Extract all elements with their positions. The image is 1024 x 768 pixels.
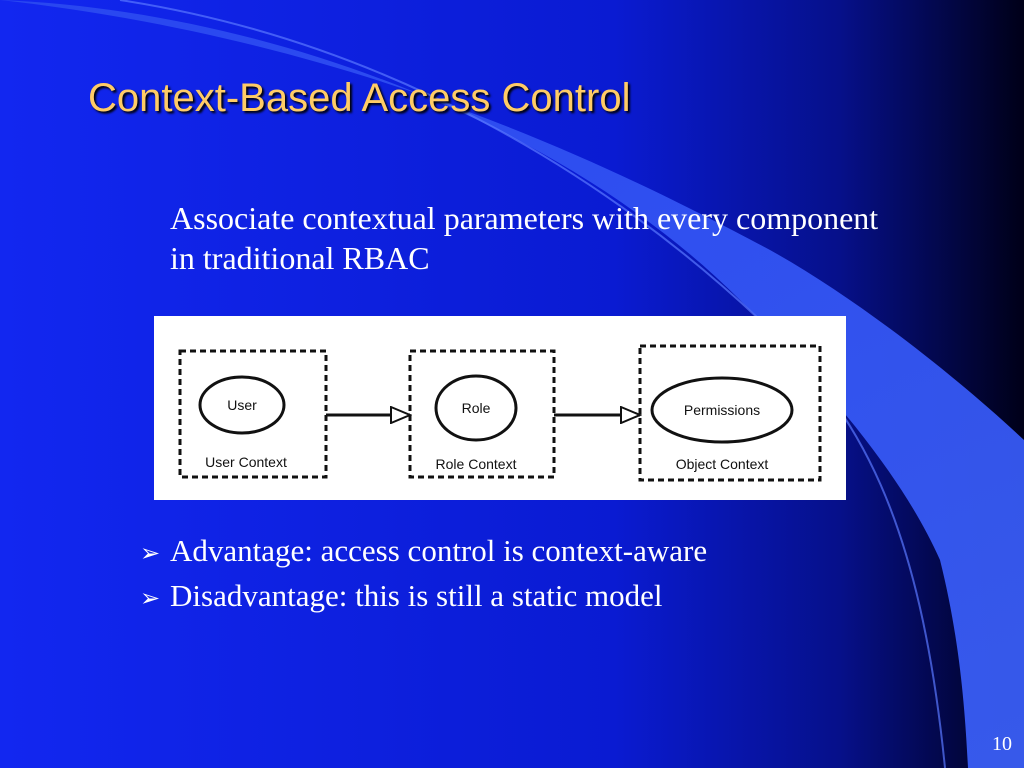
intro-text: Associate contextual parameters with eve…: [170, 200, 879, 276]
bullet-advantage-text: Advantage: access control is context-awa…: [170, 533, 708, 568]
bullet-arrow-icon: ➢: [140, 586, 161, 612]
rbac-diagram-svg: User User Context Role Role Context Perm…: [178, 344, 822, 482]
role-node: Role Role Context: [408, 349, 556, 479]
permissions-node-label: Permissions: [684, 402, 760, 418]
user-context-label: User Context: [205, 454, 287, 470]
rbac-diagram: User User Context Role Role Context Perm…: [154, 316, 846, 500]
user-node-label: User: [227, 397, 257, 413]
bullet-disadvantage: ➢ Disadvantage: this is still a static m…: [140, 575, 707, 620]
object-context-label: Object Context: [676, 456, 769, 472]
role-context-label: Role Context: [436, 456, 517, 472]
bullet-advantage: ➢ Advantage: access control is context-a…: [140, 530, 707, 575]
user-node: User User Context: [178, 349, 328, 479]
slide-title: Context-Based Access Control: [88, 76, 631, 120]
bullet-list: ➢ Advantage: access control is context-a…: [140, 530, 707, 620]
bullet-arrow-icon: ➢: [140, 541, 161, 567]
slide-number: 10: [992, 733, 1012, 755]
bullet-disadvantage-text: Disadvantage: this is still a static mod…: [170, 578, 663, 613]
permissions-node: Permissions Object Context: [638, 344, 822, 482]
role-node-label: Role: [462, 400, 491, 416]
